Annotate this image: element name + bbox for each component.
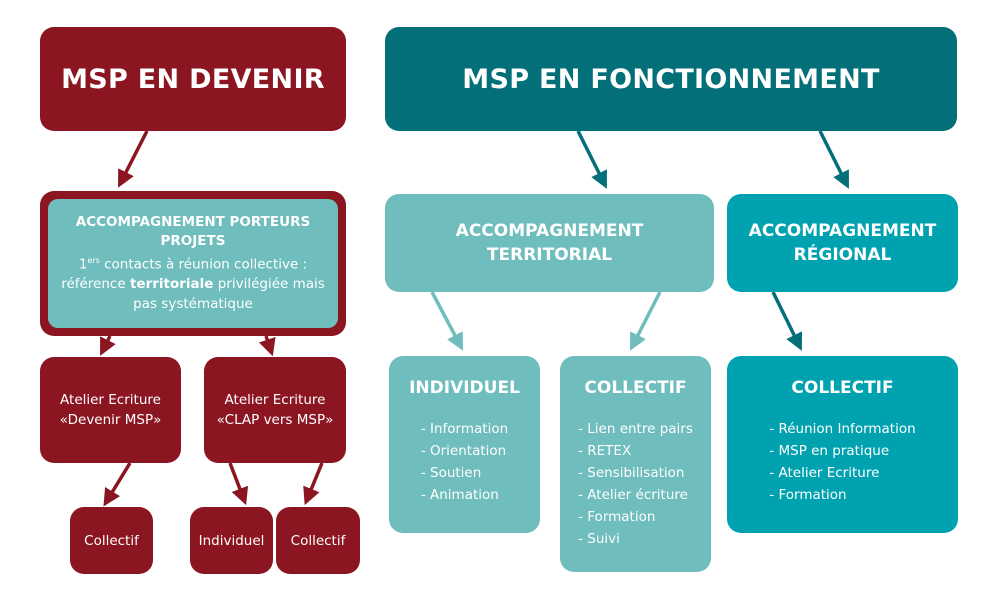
arrow bbox=[630, 291, 662, 351]
territorial-line2: TERRITORIAL bbox=[486, 245, 613, 265]
list-item: - Lien entre pairs bbox=[578, 421, 693, 437]
collectif-regional-box: COLLECTIF - Réunion Information - MSP en … bbox=[727, 356, 958, 533]
list-item: - MSP en pratique bbox=[769, 443, 890, 459]
list-item: - Atelier Ecriture bbox=[769, 465, 880, 481]
list-item: - Réunion Information bbox=[769, 421, 916, 437]
msp-en-fonctionnement-title: MSP EN FONCTIONNEMENT bbox=[462, 63, 880, 95]
leaf-label: Individuel bbox=[198, 532, 265, 549]
atelier-devenir-box: Atelier Ecriture «Devenir MSP» bbox=[40, 357, 181, 463]
territorial-box: ACCOMPAGNEMENT TERRITORIAL bbox=[385, 194, 714, 292]
porteurs-line2: référence territoriale privilégiée mais bbox=[61, 274, 325, 294]
msp-en-devenir-box: MSP EN DEVENIR bbox=[40, 27, 346, 131]
line2-post: privilégiée mais bbox=[213, 276, 325, 293]
list-item: - Atelier écriture bbox=[578, 487, 688, 503]
list-item: - Information bbox=[420, 421, 509, 437]
regional-line2: RÉGIONAL bbox=[793, 245, 892, 265]
arrow bbox=[818, 130, 849, 189]
individuel-box: INDIVIDUEL - Information - Orientation - S… bbox=[389, 356, 540, 533]
arrow bbox=[576, 130, 607, 189]
collectif-territorial-title: COLLECTIF bbox=[584, 378, 687, 398]
porteurs-title: ACCOMPAGNEMENT PORTEURS PROJETS bbox=[75, 213, 311, 249]
list-item: - Formation bbox=[769, 487, 847, 503]
msp-en-fonctionnement-box: MSP EN FONCTIONNEMENT bbox=[385, 27, 957, 131]
line1-text: contacts à réunion collective : bbox=[99, 256, 308, 273]
list-item: - Soutien bbox=[420, 465, 482, 481]
leaf-label: Collectif bbox=[290, 532, 346, 549]
porteurs-line1: 1ers contacts à réunion collective : bbox=[79, 251, 307, 275]
leaf-label: Collectif bbox=[84, 532, 139, 549]
line2-bold: territoriale bbox=[129, 276, 214, 293]
leaf-individuel: Individuel bbox=[190, 507, 273, 574]
arrow bbox=[430, 291, 464, 351]
leaf-collectif-1: Collectif bbox=[70, 507, 153, 574]
territorial-line1: ACCOMPAGNEMENT bbox=[455, 221, 644, 241]
arrow bbox=[228, 462, 249, 506]
collectif-territorial-list: - Lien entre pairs - RETEX - Sensibilisati… bbox=[578, 418, 693, 550]
porteurs-line3: pas systématique bbox=[133, 296, 253, 313]
list-item: - Orientation bbox=[420, 443, 507, 459]
collectif-regional-title: COLLECTIF bbox=[791, 378, 894, 398]
arrow bbox=[118, 130, 149, 188]
individuel-list: - Information - Orientation - Soutien - Ani… bbox=[421, 418, 508, 506]
porteurs-outer-box: ACCOMPAGNEMENT PORTEURS PROJETS 1ers con… bbox=[40, 191, 346, 336]
list-item: - RETEX bbox=[578, 443, 632, 459]
list-item: - Suivi bbox=[578, 531, 620, 547]
list-item: - Formation bbox=[578, 509, 656, 525]
regional-box: ACCOMPAGNEMENT RÉGIONAL bbox=[727, 194, 958, 292]
atelier-clap-line2: «CLAP vers MSP» bbox=[216, 412, 334, 428]
regional-line1: ACCOMPAGNEMENT bbox=[748, 221, 937, 241]
arrow bbox=[258, 335, 276, 357]
atelier-devenir-line1: Atelier Ecriture bbox=[60, 392, 161, 408]
atelier-clap-box: Atelier Ecriture «CLAP vers MSP» bbox=[204, 357, 346, 463]
superscript: ers bbox=[87, 255, 100, 265]
porteurs-box: ACCOMPAGNEMENT PORTEURS PROJETS 1ers con… bbox=[48, 199, 338, 328]
line2-pre: référence bbox=[61, 276, 130, 293]
list-item: - Sensibilisation bbox=[578, 465, 685, 481]
collectif-regional-list: - Réunion Information - MSP en pratique - … bbox=[769, 418, 915, 506]
arrow bbox=[771, 291, 803, 351]
collectif-territorial-box: COLLECTIF - Lien entre pairs - RETEX - Sen… bbox=[560, 356, 711, 572]
atelier-clap-line1: Atelier Ecriture bbox=[224, 392, 326, 408]
arrow bbox=[100, 335, 116, 356]
individuel-title: INDIVIDUEL bbox=[409, 378, 520, 398]
arrow bbox=[303, 462, 324, 506]
msp-en-devenir-title: MSP EN DEVENIR bbox=[61, 63, 325, 95]
leaf-collectif-2: Collectif bbox=[276, 507, 360, 574]
atelier-devenir-line2: «Devenir MSP» bbox=[59, 412, 162, 428]
superscript-base: 1 bbox=[78, 256, 88, 273]
list-item: - Animation bbox=[420, 487, 499, 503]
arrow bbox=[103, 462, 132, 507]
